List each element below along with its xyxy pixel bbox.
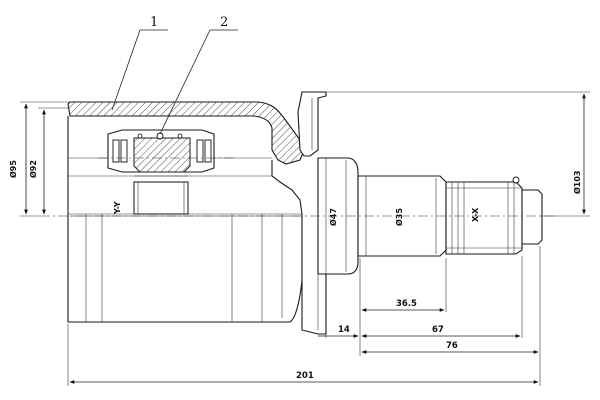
label-d35: Ø35 bbox=[394, 208, 404, 226]
dim-d95: Ø95 bbox=[8, 160, 18, 178]
label-d47: Ø47 bbox=[328, 208, 338, 226]
left-diameter-dims: Ø95 Ø92 bbox=[8, 101, 70, 217]
dim-14: 14 bbox=[338, 325, 350, 335]
dim-76: 76 bbox=[446, 341, 458, 351]
dim-36-5: 36.5 bbox=[396, 299, 417, 309]
label-section-left: Y-Y bbox=[113, 201, 122, 215]
dim-d92: Ø92 bbox=[28, 160, 38, 178]
callout-1: 1 bbox=[150, 15, 158, 30]
inner-race-assembly bbox=[107, 129, 215, 215]
dim-67: 67 bbox=[432, 325, 444, 335]
callout-2: 2 bbox=[220, 15, 228, 30]
dim-d103: Ø103 bbox=[572, 171, 582, 195]
length-dims: 36.5 14 67 76 201 bbox=[67, 246, 541, 386]
inner-race-section bbox=[133, 137, 191, 173]
right-diameter-dim: Ø103 bbox=[326, 91, 590, 217]
callout-leaders: 1 2 bbox=[111, 15, 238, 135]
label-section-right: X-X bbox=[471, 207, 480, 222]
dim-201: 201 bbox=[296, 371, 314, 381]
housing-top-section bbox=[67, 101, 305, 165]
